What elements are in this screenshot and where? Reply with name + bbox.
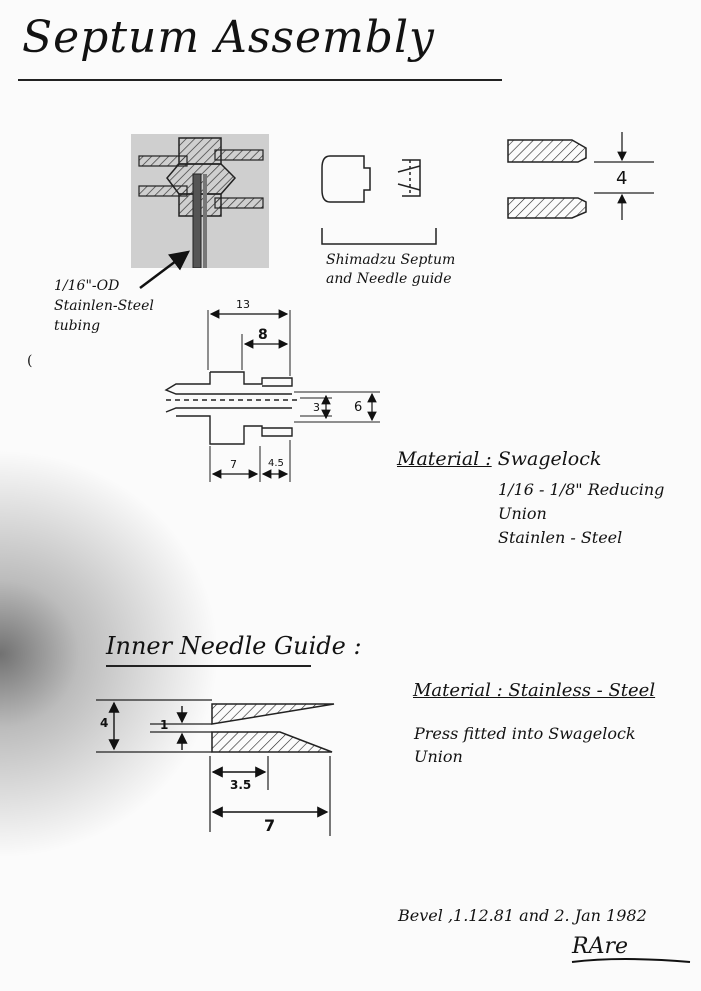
tubing-label-line-1: 1/16"-OD [54, 278, 120, 294]
needle-guide-dimension-arrows [108, 701, 329, 818]
shimadzu-label-line-2: and Needle guide [326, 271, 452, 287]
shimadzu-label: Shimadzu Septum and Needle guide [326, 251, 455, 289]
material-guide-details: Press fitted into Swagelock Union [414, 722, 636, 768]
septum-photo-drawing [138, 137, 264, 268]
material-guide-line-2: Union [414, 747, 463, 766]
reducing-union-drawing [164, 310, 380, 482]
page-title: Septum Assembly [22, 12, 435, 63]
dim-13: 13 [236, 298, 250, 311]
dim-8: 8 [258, 327, 268, 343]
dim-7-guide: 7 [264, 816, 276, 835]
material-guide-heading: Material : Stainless - Steel [413, 680, 656, 701]
tubing-label-line-2: Stainlen-Steel [54, 298, 154, 314]
stray-mark: ( [27, 353, 33, 369]
septum-photo [131, 134, 269, 268]
material-union-line-2: Union [498, 504, 547, 523]
dim-7: 7 [230, 458, 237, 471]
shimadzu-septum-sketch [321, 155, 437, 245]
union-dimension-arrows [209, 309, 377, 479]
material-union-name: Swagelock [497, 448, 602, 470]
material-union: Material : Swagelock [397, 448, 601, 470]
fitting-sketch-4mm [507, 132, 654, 220]
title-underline [18, 79, 502, 81]
signature-strokes [571, 958, 691, 963]
material-union-heading: Material : [397, 448, 492, 470]
material-union-line-3: Stainlen - Steel [498, 528, 623, 547]
tubing-label: 1/16"-OD Stainlen-Steel tubing [54, 276, 154, 336]
dim-3-5: 3.5 [230, 778, 252, 792]
inner-needle-guide-drawing [96, 699, 335, 836]
dim-4-guide: 4 [100, 716, 109, 730]
dim-4-fitting: 4 [616, 168, 628, 189]
signature-initials: RAre [572, 934, 628, 959]
inner-needle-guide-title: Inner Needle Guide : [106, 632, 362, 660]
tubing-label-line-3: tubing [54, 318, 101, 334]
dim-3: 3 [313, 401, 320, 414]
inner-title-underline [106, 665, 311, 667]
material-union-line-1: 1/16 - 1/8" Reducing [498, 480, 665, 499]
shimadzu-label-line-1: Shimadzu Septum [326, 252, 456, 268]
material-union-details: 1/16 - 1/8" Reducing Union Stainlen - St… [498, 478, 664, 550]
dim-4-5: 4.5 [268, 458, 284, 469]
dim-1-guide: 1 [160, 718, 169, 732]
tubing-pointer-arrow [139, 250, 190, 289]
signature-date-line: Bevel ,1.12.81 and 2. Jan 1982 [398, 906, 647, 925]
dim-6: 6 [354, 400, 363, 415]
material-guide-line-1: Press fitted into Swagelock [414, 724, 636, 743]
